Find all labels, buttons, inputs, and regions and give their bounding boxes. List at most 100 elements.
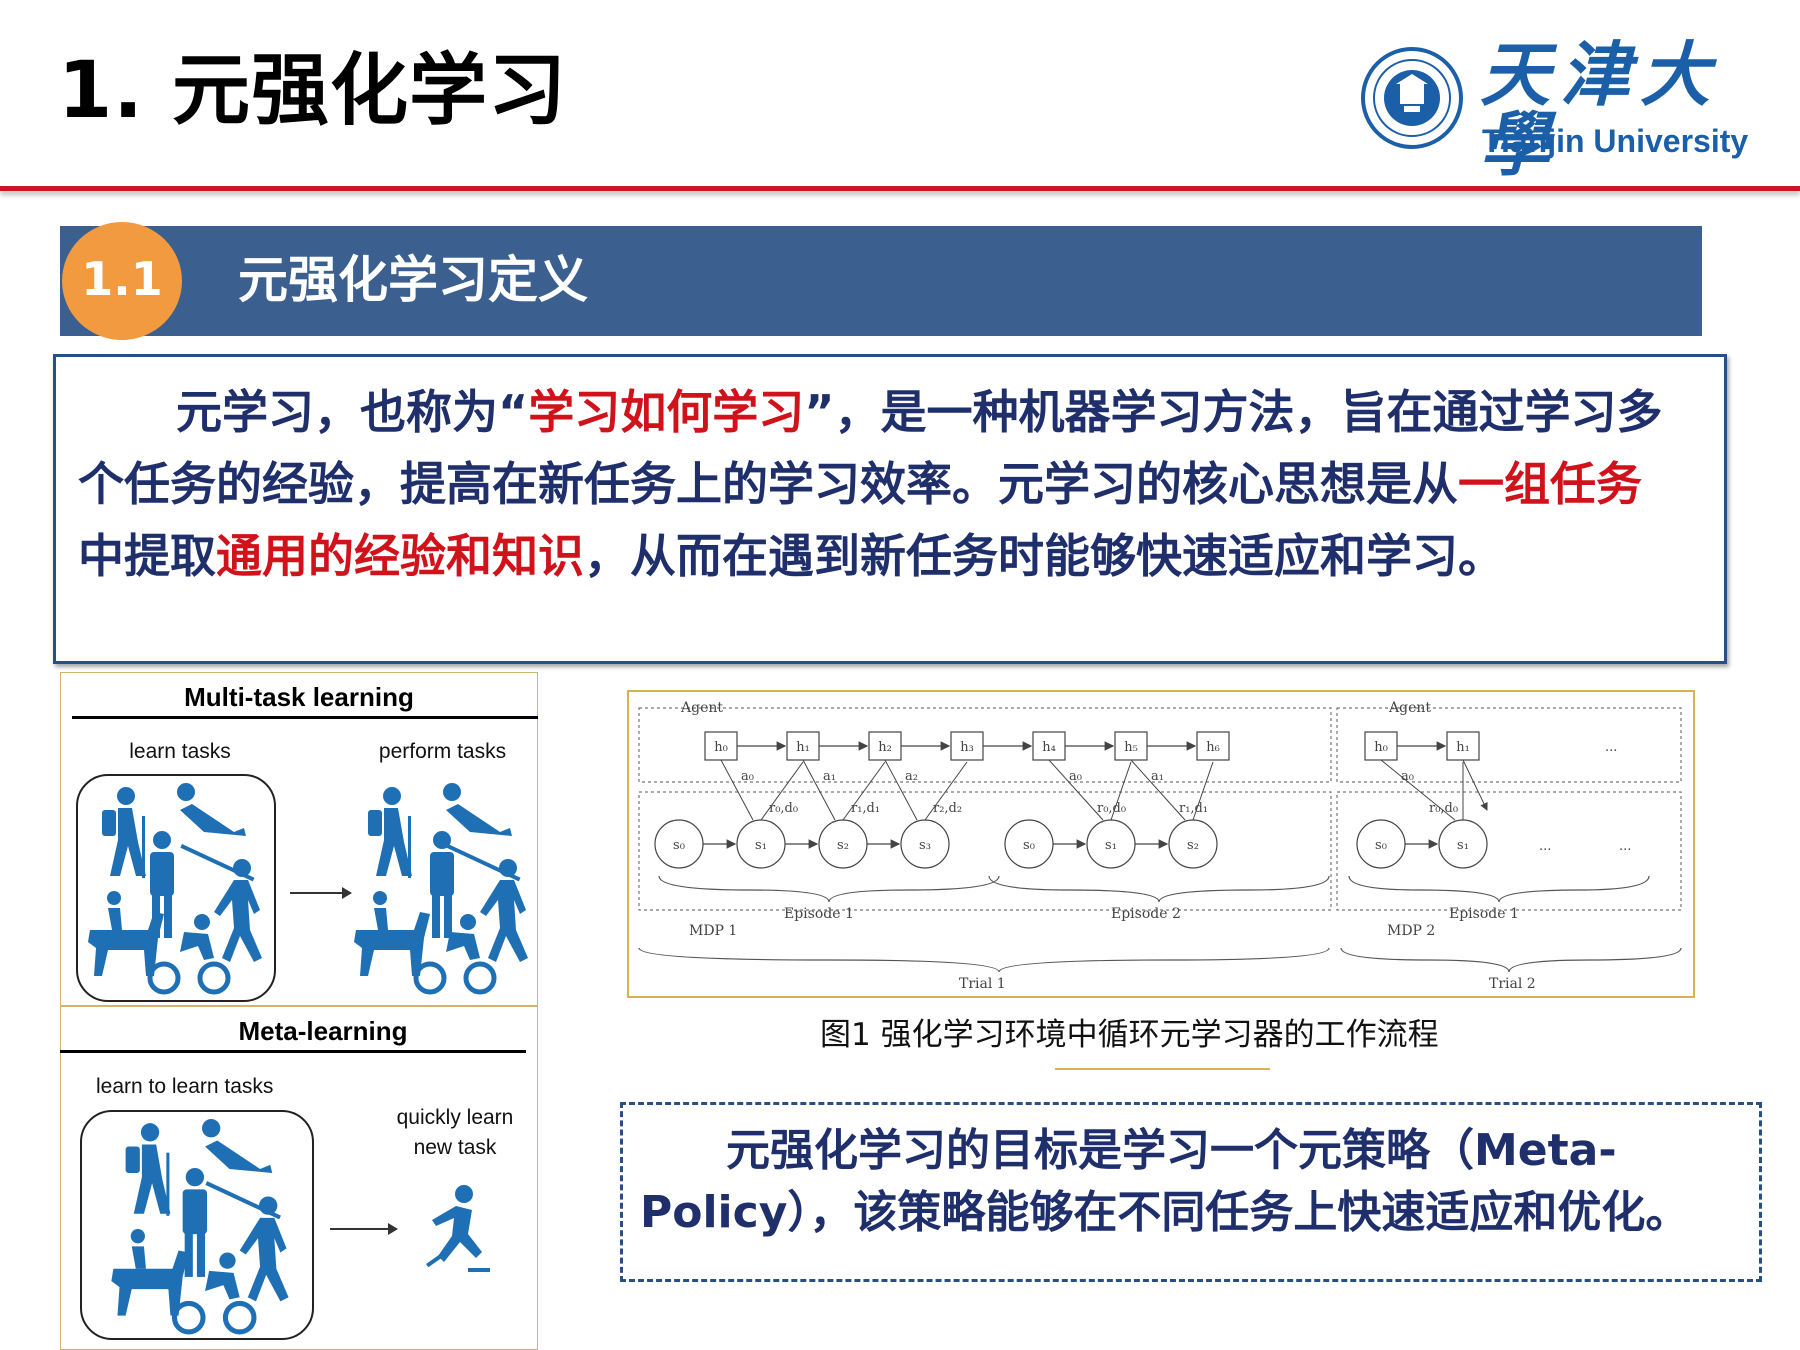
episode-label: Episode 1 — [784, 906, 854, 922]
agent-box-trial2 — [1336, 707, 1682, 783]
hidden-state-label: h₀ — [714, 740, 728, 755]
metalearning-heading-rule — [60, 1050, 526, 1053]
hiker-icon — [125, 1123, 171, 1216]
figure-divider — [60, 1005, 538, 1007]
learn-tasks-label: learn tasks — [129, 740, 231, 763]
perform-activity-icons — [354, 783, 528, 995]
reward-label: r₁,d₁ — [1179, 801, 1208, 816]
reward-label: r₀,d₀ — [1097, 801, 1126, 816]
state-label: s₀ — [1375, 838, 1387, 853]
hidden-state-label: h₁ — [796, 740, 810, 755]
state-label: s₀ — [1023, 838, 1035, 853]
hidden-state-label: h₂ — [878, 740, 892, 755]
meta-activity-icons — [111, 1119, 289, 1335]
rl-meta-learner-figure — [627, 690, 1695, 998]
hiker-icon — [102, 787, 146, 878]
action-edge — [720, 759, 754, 821]
ellipsis-label: ... — [1605, 740, 1617, 755]
reward-label: r₂,d₂ — [933, 801, 962, 816]
hidden-state-label: h₅ — [1124, 740, 1138, 755]
episode-brace — [658, 875, 1000, 903]
state-label: s₃ — [919, 838, 931, 853]
hidden-state-node — [950, 731, 984, 761]
perform-tasks-label: perform tasks — [378, 740, 507, 763]
multitask-heading: Multi-task learning — [184, 682, 414, 712]
reward-edge — [1192, 761, 1214, 821]
cyclist-icon — [147, 914, 231, 995]
hidden-state-node — [786, 731, 820, 761]
highlight-task-group: 一组任务 — [1458, 457, 1642, 511]
agent-label-1: Agent — [680, 700, 723, 716]
action-label: a₀ — [1069, 769, 1082, 784]
reward-edge — [1110, 761, 1132, 821]
state-label: s₂ — [1187, 838, 1199, 853]
trial-brace — [1340, 947, 1682, 973]
definition-seg: 元学习，也称为“ — [176, 385, 529, 439]
state-label: s₁ — [1105, 838, 1117, 853]
header-divider — [0, 186, 1800, 191]
episode-brace — [1348, 875, 1650, 903]
walker-icon — [214, 859, 262, 962]
section-number: 1.1 — [81, 252, 163, 306]
hidden-state-label: h₄ — [1042, 740, 1056, 755]
logo-chinese-name: 天津大學 — [1480, 33, 1720, 186]
ellipsis-label: ... — [1539, 839, 1551, 854]
mdp-box-1 — [638, 791, 1332, 911]
mdp-label: MDP 2 — [1387, 923, 1435, 939]
caption-underline — [1055, 1068, 1270, 1070]
hidden-state-node — [1032, 731, 1066, 761]
ellipsis-label: ... — [1619, 839, 1631, 854]
state-label: s₂ — [837, 838, 849, 853]
logo-english-name: Tianjin University — [1482, 123, 1749, 159]
walker-icon — [239, 1196, 289, 1302]
definition-seg: 中提取 — [78, 529, 216, 583]
highlight-learn-to-learn: 学习如何学习 — [528, 385, 805, 439]
trial-label: Trial 1 — [959, 976, 1006, 992]
learn-to-learn-group — [80, 1110, 314, 1340]
section-title: 元强化学习定义 — [238, 251, 588, 309]
horse-rider-icon — [88, 891, 164, 976]
quickly-learn-label: quickly learn — [396, 1106, 514, 1129]
multitask-heading-rule — [72, 716, 538, 719]
person-icon — [430, 831, 454, 938]
ice-skater-icon — [426, 1185, 490, 1272]
state-label: s₁ — [755, 838, 767, 853]
reward-label: r₀,d₀ — [1429, 801, 1458, 816]
reward-label: r₁,d₁ — [851, 801, 880, 816]
arrow-icon — [330, 1223, 398, 1235]
person-icon — [182, 1167, 208, 1277]
episode-label: Episode 1 — [1449, 906, 1519, 922]
action-edge — [1462, 759, 1488, 811]
university-logo: 天津大學 Tianjin University — [1360, 40, 1770, 180]
learn-to-learn-label: learn to learn tasks — [96, 1075, 274, 1098]
horse-rider-icon — [354, 891, 430, 976]
metalearning-heading: Meta-learning — [238, 1016, 408, 1046]
page-title: 1. 元强化学习 — [58, 46, 568, 136]
reward-edge — [842, 761, 886, 821]
mdp-label: MDP 1 — [689, 923, 737, 939]
hidden-state-label: h₀ — [1374, 740, 1388, 755]
reward-edge — [760, 761, 804, 821]
reward-label: r₀,d₀ — [769, 801, 798, 816]
definition-seg: ”，是一种机器学习方法，旨在通过学习多个任务的经验，提高在新任务上的学习效率。元… — [78, 385, 1663, 511]
hidden-state-node — [1114, 731, 1148, 761]
hidden-state-label: h₆ — [1206, 740, 1220, 755]
hidden-state-label: h₃ — [960, 740, 974, 755]
definition-text: 元学习，也称为“学习如何学习”，是一种机器学习方法，旨在通过学习多个任务的经验，… — [78, 376, 1678, 592]
episode-label: Episode 2 — [1111, 906, 1181, 922]
hidden-state-node — [1196, 731, 1230, 761]
new-task-label: new task — [413, 1136, 497, 1159]
trial-brace — [638, 947, 1330, 973]
goal-box — [620, 1102, 1762, 1282]
section-number-badge — [62, 222, 182, 340]
cyclist-icon — [413, 914, 497, 995]
state-label: s₀ — [673, 838, 685, 853]
hidden-state-label: h₁ — [1456, 740, 1470, 755]
activity-icons-group — [88, 783, 262, 995]
goal-text: 元强化学习的目标是学习一个元策略（Meta-Policy），该策略能够在不同任务… — [640, 1120, 1742, 1244]
agent-box-trial1 — [638, 707, 1332, 783]
horse-rider-icon — [111, 1229, 189, 1316]
learn-tasks-group — [76, 774, 276, 1002]
hidden-state-node — [1446, 731, 1480, 761]
